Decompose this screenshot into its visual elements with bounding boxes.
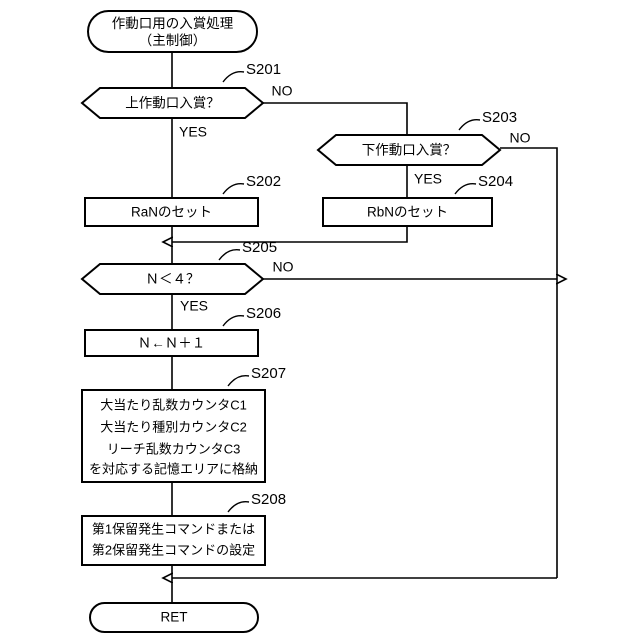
node-s204: RbNのセット — [322, 197, 493, 227]
s203-label: 下作動口入賞？ — [362, 143, 457, 158]
callout-s208: S208 — [227, 491, 286, 513]
node-s201: 上作動口入賞？ — [80, 87, 265, 119]
connector-s203-no-to-right-bus — [500, 147, 558, 578]
connector-s204-to-merge — [172, 226, 408, 242]
callout-s204: S204 — [454, 173, 513, 195]
edge-label-s205-no: NO — [273, 259, 294, 275]
callout-s202: S202 — [222, 173, 281, 195]
s208-label-line-2: 第2保留発生コマンドの設定 — [92, 542, 255, 557]
node-s206: Ｎ←Ｎ＋１ — [84, 329, 259, 357]
s206-label: Ｎ←Ｎ＋１ — [138, 336, 206, 351]
s208-process-shape — [81, 515, 266, 566]
callout-s201: S201 — [222, 61, 281, 83]
node-ret: RET — [89, 602, 259, 633]
s202-label: RaNのセット — [131, 205, 212, 220]
callout-s203-label: S203 — [482, 109, 517, 126]
callout-s208-label: S208 — [251, 491, 286, 508]
s207-label-line-4: を対応する記憶エリアに格納 — [89, 461, 258, 476]
s201-label: 上作動口入賞？ — [125, 96, 220, 111]
callout-s206-label: S206 — [246, 305, 281, 322]
s204-label: RbNのセット — [367, 205, 448, 220]
s207-process-shape — [81, 389, 266, 483]
edge-label-s203-yes: YES — [414, 171, 442, 187]
ret-label: RET — [161, 610, 188, 625]
edge-label-s205-yes: YES — [180, 298, 208, 314]
edge-label-s203-no: NO — [510, 130, 531, 146]
s207-label-line-2: 大当たり種別カウンタC2 — [100, 419, 247, 434]
start-label-line-1: 作動口用の入賞処理 — [112, 16, 234, 31]
node-s207: 大当たり乱数カウンタC1 大当たり種別カウンタC2 リーチ乱数カウンタC3 を対… — [81, 389, 266, 483]
s206-process-shape — [84, 329, 259, 357]
node-s203: 下作動口入賞？ — [316, 134, 502, 166]
s202-process-shape — [84, 197, 259, 227]
connector-s201-no-to-s203 — [263, 102, 407, 135]
callout-s205: S205 — [218, 239, 277, 261]
start-terminator-shape — [87, 10, 258, 53]
edge-label-s201-yes: YES — [179, 124, 207, 140]
callout-s204-label: S204 — [478, 173, 513, 190]
s201-decision-shape — [80, 87, 265, 119]
s203-decision-shape — [316, 134, 502, 166]
callout-s205-label: S205 — [242, 239, 277, 256]
callout-s206: S206 — [222, 305, 281, 327]
callout-s207: S207 — [227, 365, 286, 387]
node-s205: Ｎ＜４？ — [80, 263, 265, 295]
callout-s207-label: S207 — [251, 365, 286, 382]
s205-label: Ｎ＜４？ — [146, 272, 200, 287]
edge-label-s201-no: NO — [272, 83, 293, 99]
callout-s202-label: S202 — [246, 173, 281, 190]
callout-s201-label: S201 — [246, 61, 281, 78]
start-label-line-2: （主制御） — [139, 33, 207, 48]
s204-process-shape — [322, 197, 493, 227]
s208-label-line-1: 第1保留発生コマンドまたは — [92, 521, 255, 536]
node-start: 作動口用の入賞処理 （主制御） — [87, 10, 258, 53]
node-s208: 第1保留発生コマンドまたは 第2保留発生コマンドの設定 — [81, 515, 266, 566]
callout-s203: S203 — [458, 109, 517, 131]
node-s202: RaNのセット — [84, 197, 259, 227]
ret-terminator-shape — [89, 602, 259, 633]
s207-label-line-1: 大当たり乱数カウンタC1 — [100, 397, 247, 412]
s205-decision-shape — [80, 263, 265, 295]
s207-label-line-3: リーチ乱数カウンタC3 — [107, 441, 241, 456]
